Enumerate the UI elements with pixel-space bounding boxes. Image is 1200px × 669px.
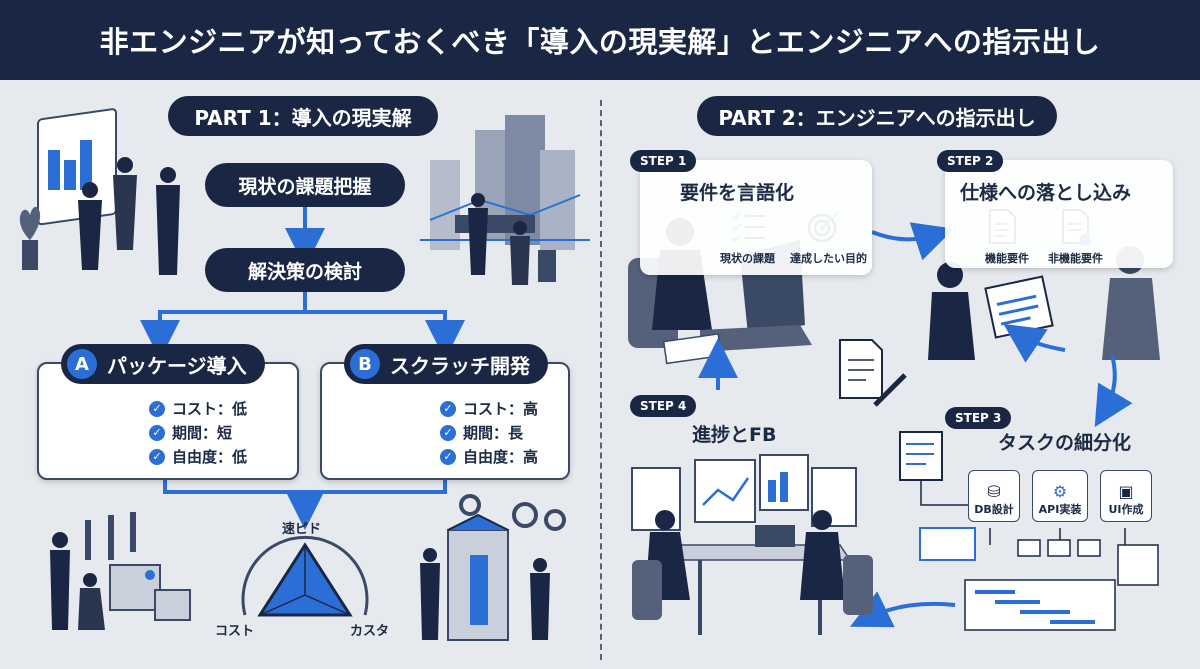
check-icon: ✓ <box>149 424 165 441</box>
option-b-feature: ✓自由度：高 <box>440 446 538 467</box>
step-current-issues: 現状の課題把握 <box>205 163 405 207</box>
option-b-feature: ✓期間：長 <box>440 422 523 443</box>
option-a-label: パッケージ導入 <box>107 353 247 378</box>
step1-card <box>640 160 872 275</box>
header-banner: 非エンジニアが知っておくべき「導入の現実解」とエンジニアへの指示出し <box>0 0 1200 80</box>
option-a-feature: ✓コスト：低 <box>149 398 247 419</box>
part2-label: PART 2：エンジニアへの指示出し <box>697 96 1057 136</box>
option-b-title: B スクラッチ開発 <box>344 344 548 384</box>
step3-title: タスクの細分化 <box>998 432 1132 454</box>
gear-icon: ⚙ <box>1052 482 1068 501</box>
part1-label: PART 1：導入の現実解 <box>168 96 438 136</box>
section-divider <box>600 100 602 660</box>
workers-tools-illustration <box>50 512 191 630</box>
step1-item-goal: 達成したい目的 <box>790 252 867 265</box>
page-title: 非エンジニアが知っておくべき「導入の現実解」とエンジニアへの指示出し <box>99 25 1101 59</box>
option-a-badge: A <box>67 349 97 379</box>
option-b-feature: ✓コスト：高 <box>440 398 538 419</box>
option-a-feature: ✓自由度：低 <box>149 446 247 467</box>
step1-tag: STEP 1 <box>630 150 697 172</box>
step1-title: 要件を言語化 <box>680 182 795 204</box>
option-b-label: スクラッチ開発 <box>390 353 530 378</box>
step2-item-nonfunctional: 非機能要件 <box>1048 252 1103 265</box>
tower-gears-illustration <box>420 494 566 641</box>
step4-tag: STEP 4 <box>630 395 697 417</box>
meeting-illustration <box>19 108 180 275</box>
check-icon: ✓ <box>440 448 456 465</box>
option-b-card: B スクラッチ開発 ✓コスト：高 ✓期間：長 ✓自由度：高 <box>320 344 570 480</box>
triangle-label-top: 速ピド <box>282 522 322 537</box>
step2-item-functional: 機能要件 <box>985 252 1029 265</box>
step2-tag: STEP 2 <box>937 150 1004 172</box>
writing-illustration <box>839 339 907 407</box>
option-b-badge: B <box>350 349 380 379</box>
check-icon: ✓ <box>440 400 456 417</box>
step4-office-illustration <box>631 454 873 635</box>
check-icon: ✓ <box>149 400 165 417</box>
option-a-title: A パッケージ導入 <box>61 344 265 384</box>
step3-tag: STEP 3 <box>945 407 1012 429</box>
task-ui: ▣ UI作成 <box>1100 470 1152 522</box>
step2-card <box>945 160 1173 268</box>
check-icon: ✓ <box>149 448 165 465</box>
task-api: ⚙ API実装 <box>1032 470 1088 522</box>
triangle-label-left: コスト <box>215 624 255 639</box>
task-breakdown-illustration <box>899 431 1159 631</box>
triangle-label-right: カスタ <box>350 624 390 639</box>
option-a-card: A パッケージ導入 ✓コスト：低 ✓期間：短 ✓自由度：低 <box>37 344 299 480</box>
city-office-illustration <box>420 115 590 285</box>
step4-title: 進捗とFB <box>692 424 777 446</box>
step2-title: 仕様への落とし込み <box>960 182 1132 204</box>
tradeoff-triangle <box>241 535 369 617</box>
step-solution-review: 解決策の検討 <box>205 248 405 292</box>
ui-window-icon: ▣ <box>1118 482 1134 501</box>
step1-item-issue: 現状の課題 <box>720 252 775 265</box>
check-icon: ✓ <box>440 424 456 441</box>
database-icon: ⛁ <box>987 482 1001 501</box>
task-db: ⛁ DB設計 <box>968 470 1020 522</box>
option-a-feature: ✓期間：短 <box>149 422 232 443</box>
